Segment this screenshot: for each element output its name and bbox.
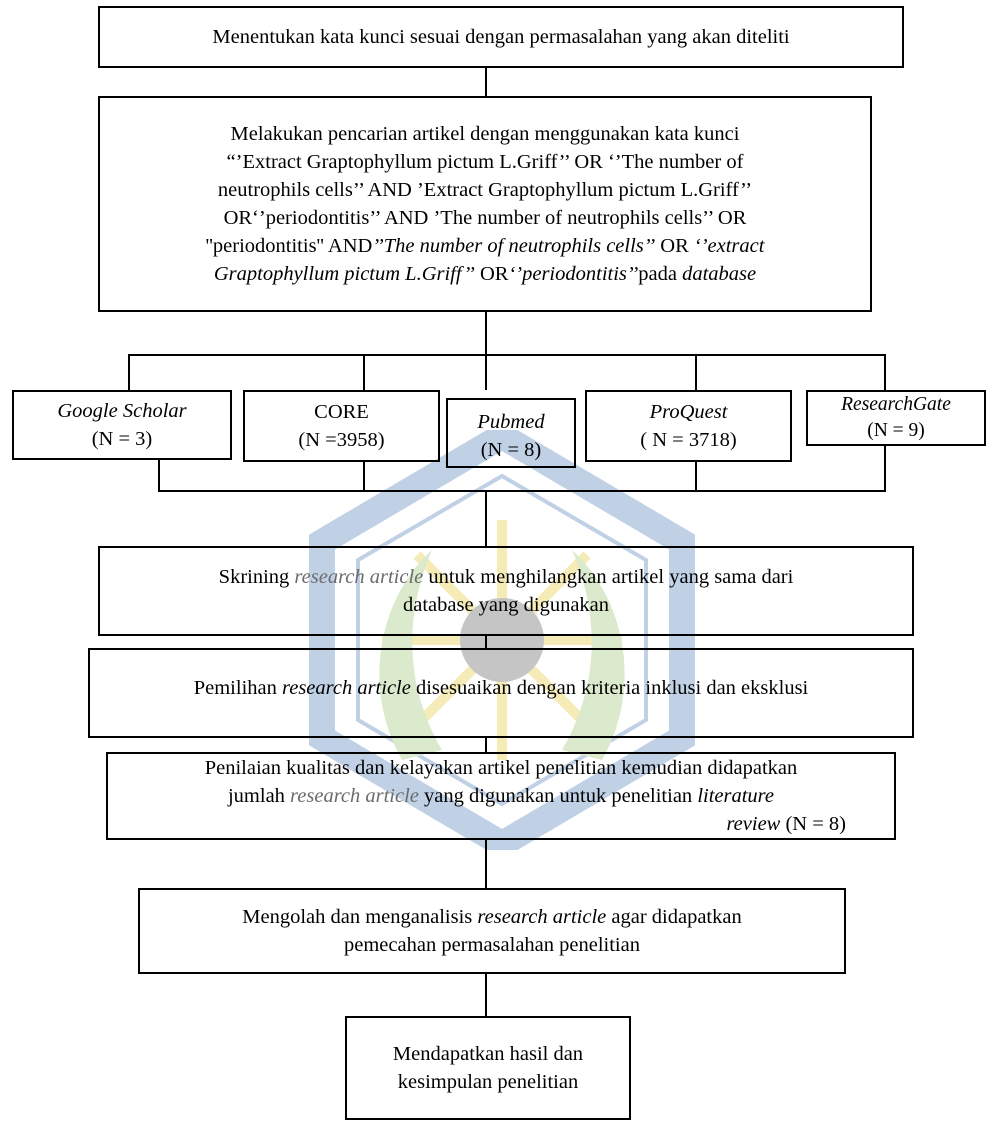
- step5-line3-a: review: [726, 813, 781, 835]
- step-analysis: Mengolah dan menganalisis research artic…: [138, 888, 846, 974]
- step4-line1-b: research article: [282, 677, 411, 699]
- logo-center-emblem: [460, 598, 544, 682]
- database-name: Pubmed: [477, 411, 545, 433]
- step5-line3: review (N = 8): [726, 810, 894, 838]
- database-count: (N = 9): [867, 420, 925, 441]
- step3-line2: database yang digunakan: [402, 594, 610, 616]
- step-article-search: Melakukan pencarian artikel dengan mengg…: [98, 96, 872, 312]
- step2-line5: ''periodontitis'' AND’’The number of neu…: [206, 232, 765, 260]
- step2-line5-d: ‘’extract: [693, 235, 765, 257]
- step3-line1-c: untuk menghilangkan artikel yang sama da…: [423, 566, 794, 588]
- database-count: ( N = 3718): [640, 429, 737, 451]
- step2-line6-d: pada: [638, 263, 683, 285]
- database-pubmed: Pubmed (N = 8): [446, 398, 576, 468]
- database-count: (N = 8): [480, 439, 542, 461]
- step1-text: Menentukan kata kunci sesuai dengan perm…: [212, 26, 790, 48]
- database-core: CORE (N =3958): [243, 390, 440, 462]
- step4-line1-a: Pemilihan: [193, 677, 282, 699]
- database-count: (N =3958): [298, 429, 385, 451]
- step3-line1-b: research article: [294, 566, 424, 588]
- step6-line1-b: research article: [477, 906, 607, 928]
- step2-line2: “’Extract Graptophyllum pictum L.Griff’’…: [226, 151, 744, 173]
- database-name: ResearchGate: [841, 394, 951, 415]
- branch-drop-pubmed: [485, 354, 487, 390]
- step6-line1-a: Mengolah dan menganalisis: [242, 906, 478, 928]
- step-quality-assessment: Penilaian kualitas dan kelayakan artikel…: [106, 752, 896, 840]
- logo-leaves-right: [562, 550, 625, 760]
- connector-6-7: [485, 972, 487, 1016]
- step7-line2: kesimpulan penelitian: [397, 1071, 579, 1093]
- step2-line1: Melakukan pencarian artikel dengan mengg…: [230, 123, 740, 145]
- connector-2-branch: [485, 310, 487, 356]
- database-name: Google Scholar: [57, 400, 187, 422]
- step-screening: Skrining research article untuk menghila…: [98, 546, 914, 636]
- database-name: CORE: [314, 401, 369, 423]
- step7-line1: Mendapatkan hasil dan: [392, 1043, 584, 1065]
- step3-line1: Skrining research article untuk menghila…: [219, 563, 794, 591]
- connector-4-5: [485, 736, 487, 752]
- step5-line2-a: jumlah: [227, 785, 291, 807]
- university-logo-watermark: [309, 430, 695, 850]
- step2-line6-b: OR: [474, 263, 509, 285]
- step6-line1-c: agar didapatkan: [606, 906, 742, 928]
- branch-drop-core: [363, 354, 365, 390]
- connector-3-4: [485, 634, 487, 648]
- step6-line2: pemecahan permasalahan penelitian: [344, 934, 640, 956]
- logo-sun-rays: [382, 520, 622, 760]
- step2-line6-c: ‘’periodontitis’’: [508, 263, 639, 285]
- step-define-keywords: Menentukan kata kunci sesuai dengan perm…: [98, 6, 904, 68]
- step5-line2-d: literature: [697, 785, 774, 807]
- step4-line1-c: disesuaikan dengan kriteria inklusi dan …: [410, 677, 809, 699]
- branch-drop-google: [128, 354, 130, 390]
- database-count: (N = 3): [91, 428, 153, 450]
- database-name: ProQuest: [649, 401, 728, 423]
- logo-inner-ring: [356, 473, 648, 807]
- connector-1-2: [485, 66, 487, 96]
- connector-merge-3: [485, 490, 487, 546]
- database-proquest: ProQuest ( N = 3718): [585, 390, 792, 462]
- step2-line5-a: ''periodontitis'' AND: [205, 235, 373, 257]
- step5-line2: jumlah research article yang digunakan u…: [228, 782, 774, 810]
- step3-line1-a: Skrining: [218, 566, 295, 588]
- merge-up-proquest: [695, 460, 697, 492]
- logo-outer-ring: [309, 430, 695, 850]
- connector-5-6: [485, 838, 487, 888]
- step-results-conclusion: Mendapatkan hasil dan kesimpulan penelit…: [345, 1016, 631, 1120]
- branch-top-horizontal: [128, 354, 886, 356]
- merge-up-researchgate: [884, 444, 886, 492]
- step-selection: Pemilihan research article disesuaikan d…: [88, 648, 914, 738]
- step2-line6-e: database: [682, 263, 757, 285]
- merge-up-core: [363, 460, 365, 492]
- step2-line6-a: Graptophyllum pictum L.Griff’’: [213, 263, 475, 285]
- step2-line6: Graptophyllum pictum L.Griff’’ OR‘’perio…: [214, 260, 756, 288]
- step2-line5-b: ’’The number of neutrophils cells’’: [372, 235, 656, 257]
- logo-leaves-left: [379, 550, 442, 760]
- step2-line3: neutrophils cells’’ AND ’Extract Graptop…: [217, 179, 753, 201]
- step2-line4: OR‘’periodontitis’’ AND ’The number of n…: [223, 207, 747, 229]
- step5-line1: Penilaian kualitas dan kelayakan artikel…: [204, 757, 798, 779]
- merge-bottom-horizontal: [158, 490, 886, 492]
- step5-line3-b: (N = 8): [780, 813, 846, 835]
- step5-line2-b: research article: [290, 785, 419, 807]
- merge-up-google: [158, 458, 160, 492]
- step4-line1: Pemilihan research article disesuaikan d…: [194, 674, 809, 702]
- step2-line5-c: OR: [655, 235, 694, 257]
- step5-line2-c: yang digunakan untuk penelitian: [418, 785, 698, 807]
- database-researchgate: ResearchGate (N = 9): [806, 390, 986, 446]
- step6-line1: Mengolah dan menganalisis research artic…: [242, 903, 741, 931]
- database-google-scholar: Google Scholar (N = 3): [12, 390, 232, 460]
- branch-drop-researchgate: [884, 354, 886, 390]
- branch-drop-proquest: [695, 354, 697, 390]
